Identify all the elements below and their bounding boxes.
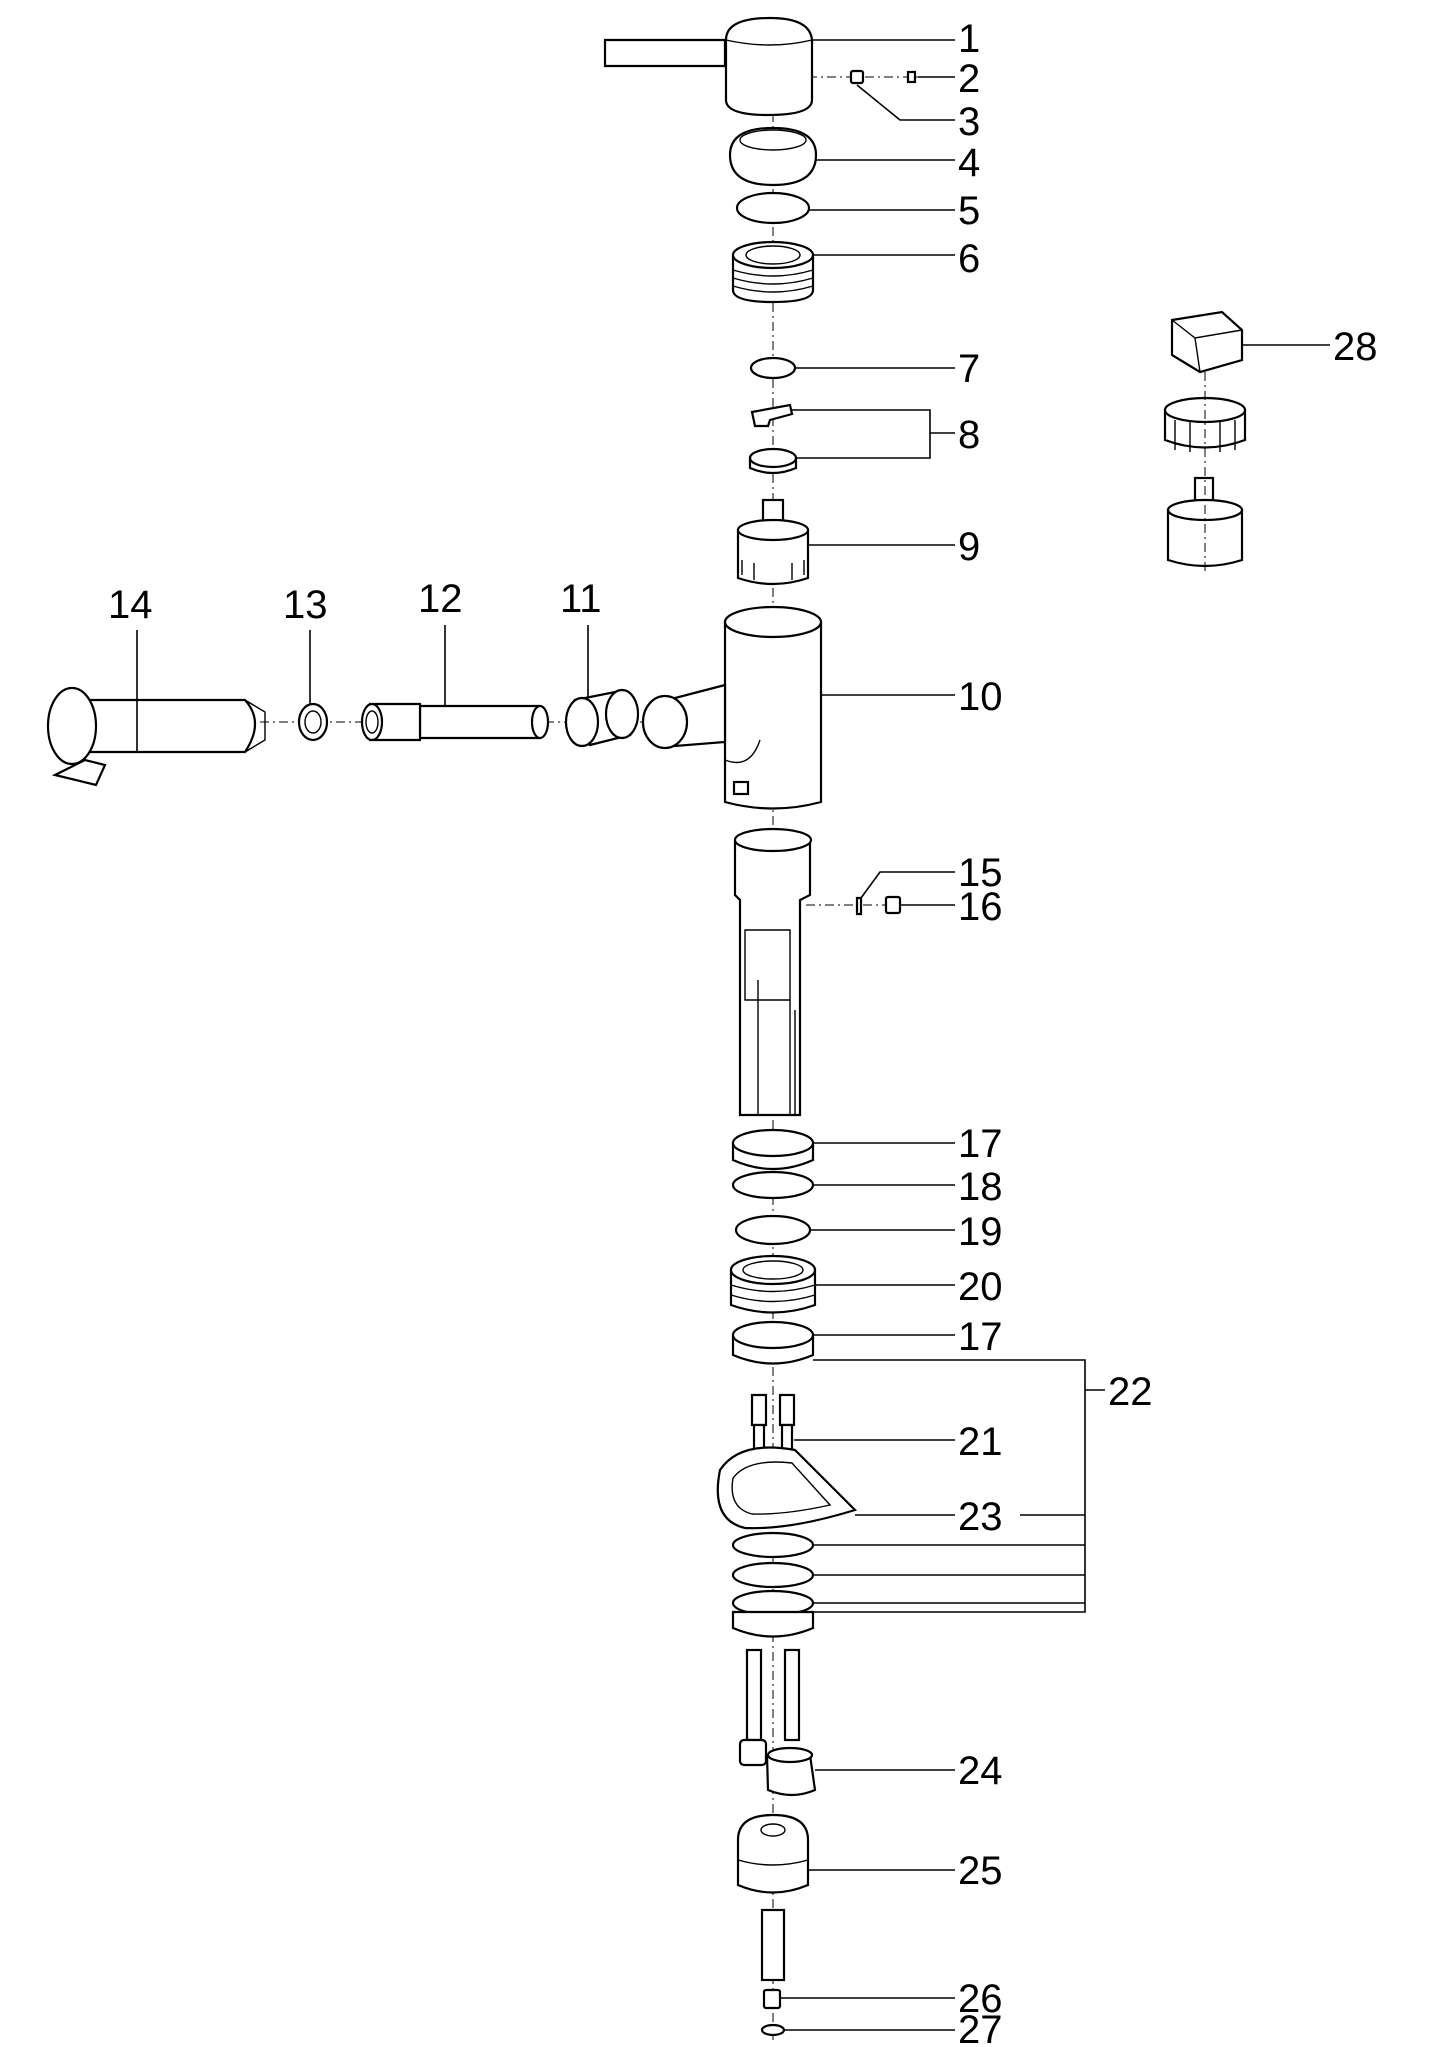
part-o-ring-5 (735, 191, 811, 225)
label-part-26: 26 (958, 1977, 1003, 2021)
label-part-23: 23 (958, 1495, 1003, 1539)
part-set-screw (849, 69, 865, 85)
leader-lines (136, 39, 1330, 2031)
label-part-4: 4 (958, 141, 980, 185)
label-part-22: 22 (1108, 1370, 1153, 1414)
label-part-19: 19 (958, 1210, 1003, 1254)
label-part-21: 21 (958, 1420, 1003, 1464)
part-spray-hose (360, 702, 550, 742)
part-cartridge (736, 498, 810, 586)
part-spout-sleeve (564, 688, 640, 748)
part-washer-stack (731, 1531, 815, 1638)
label-part-13: 13 (283, 583, 328, 627)
label-part-12: 12 (418, 577, 463, 621)
part-bearing-ring (748, 447, 798, 475)
part-o-ring-19 (734, 1214, 812, 1246)
part-alt-bonnet (1163, 396, 1247, 452)
label-part-17b: 17 (958, 1315, 1003, 1359)
label-part-27: 27 (958, 2008, 1003, 2047)
label-part-11: 11 (560, 577, 602, 621)
part-threaded-nut (731, 240, 815, 304)
part-grub-screw (884, 895, 902, 915)
label-part-6: 6 (958, 237, 980, 281)
part-ring-18 (731, 1170, 815, 1200)
label-part-20: 20 (958, 1265, 1003, 1309)
part-aerator (297, 702, 329, 742)
part-washer-27 (760, 2023, 786, 2037)
label-part-10: 10 (958, 675, 1003, 719)
label-part-7: 7 (958, 347, 980, 391)
part-flex-hoses (738, 1648, 817, 1797)
part-retaining-clip (750, 403, 794, 428)
label-part-14: 14 (108, 583, 153, 627)
part-set-screw-small (906, 70, 917, 84)
part-hex-nut (1170, 310, 1244, 374)
label-part-1: 1 (958, 17, 980, 61)
part-faucet-body (641, 605, 823, 810)
part-ring-7 (749, 356, 797, 380)
label-part-2: 2 (958, 57, 980, 101)
part-lower-tube (760, 1908, 786, 1982)
part-mounting-nut (729, 1254, 817, 1314)
part-fitting (762, 1988, 782, 2010)
part-spray-head (46, 686, 266, 787)
label-part-16: 16 (958, 885, 1003, 929)
label-part-3: 3 (958, 100, 980, 144)
label-part-18: 18 (958, 1165, 1003, 1209)
label-part-8: 8 (958, 413, 980, 457)
part-cap (728, 126, 818, 187)
part-connector-block (736, 1813, 810, 1894)
label-part-5: 5 (958, 189, 980, 233)
label-part-24: 24 (958, 1749, 1003, 1793)
label-part-28: 28 (1333, 325, 1378, 369)
part-labels: 1 2 3 4 5 6 7 8 9 10 11 12 13 14 15 16 1… (108, 17, 1378, 2047)
part-lever-handle (603, 16, 814, 117)
part-threaded-shank (733, 827, 813, 1117)
part-ring-17b (731, 1320, 815, 1365)
part-horseshoe-plate (716, 1446, 858, 1530)
label-part-25: 25 (958, 1849, 1003, 1893)
part-pin (855, 896, 863, 916)
label-part-15: 15 (958, 851, 1003, 895)
part-ring-17a (731, 1128, 815, 1171)
label-part-9: 9 (958, 525, 980, 569)
label-part-17a: 17 (958, 1122, 1003, 1166)
